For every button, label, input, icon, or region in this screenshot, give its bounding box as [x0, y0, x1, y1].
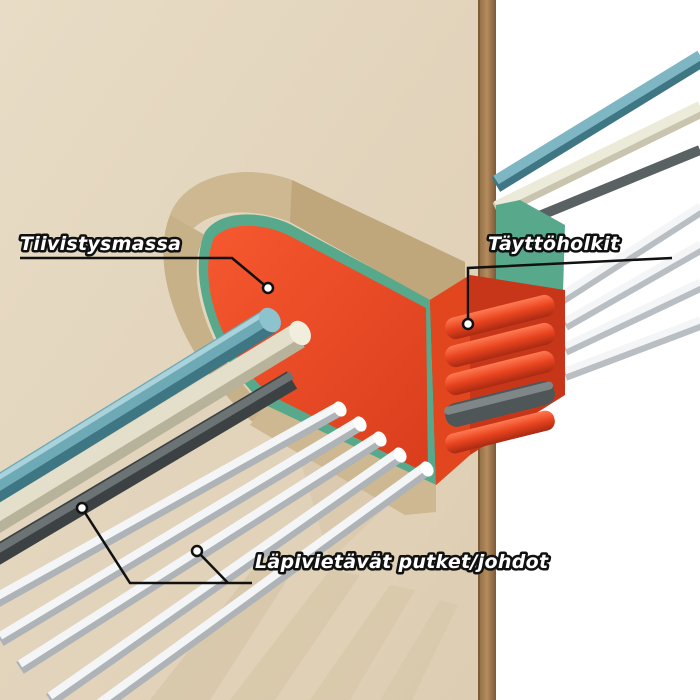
- label-pipes-cables: Läpivietävät putket/johdot: [255, 551, 549, 573]
- label-filler-sleeves: Täyttöholkit: [488, 233, 620, 255]
- label-sealant: Tiivistysmassa: [20, 233, 181, 255]
